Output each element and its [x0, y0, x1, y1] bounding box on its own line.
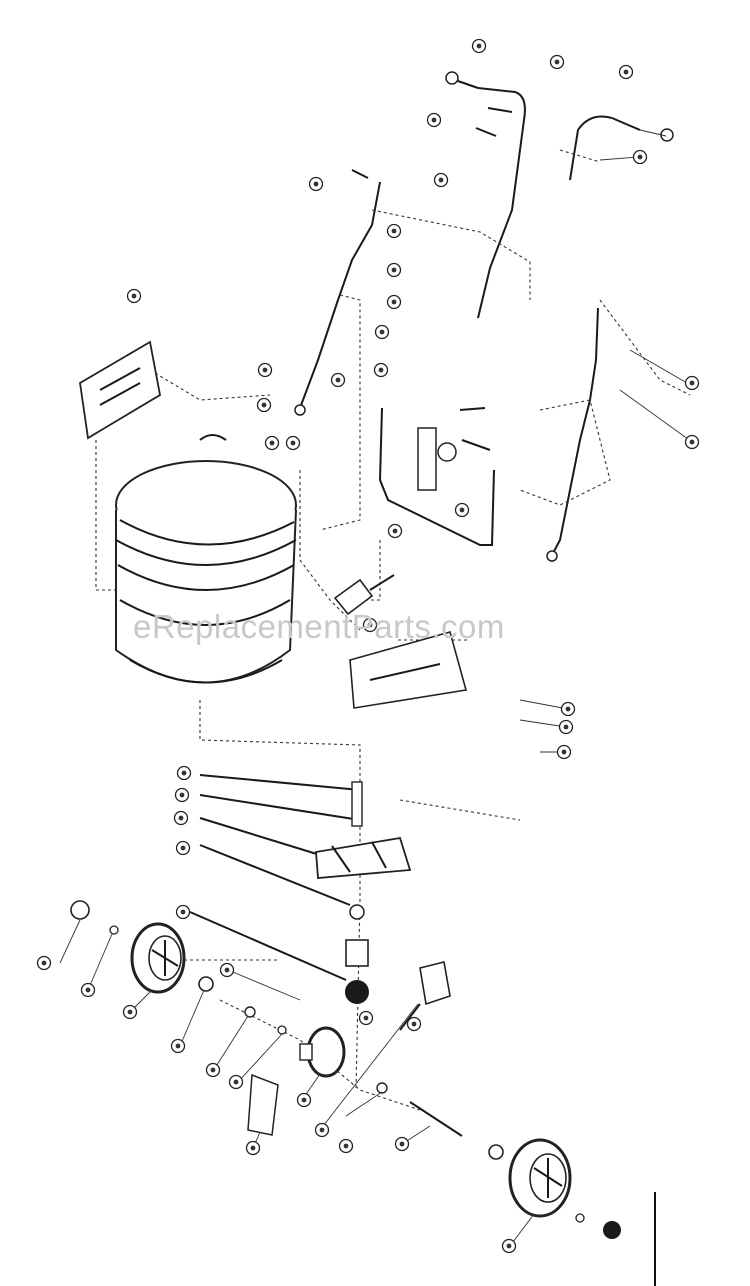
callout-marker: [245, 1140, 261, 1156]
rear-gear-wheel: [299, 1026, 346, 1078]
callout-marker: [285, 435, 301, 451]
lower-handle-left: [294, 169, 381, 416]
callout-marker: [684, 375, 700, 391]
callout-marker: [257, 362, 273, 378]
callout-marker: [433, 172, 449, 188]
callout-marker: [173, 810, 189, 826]
hopper-small-parts: [333, 574, 468, 709]
callout-marker: [632, 149, 648, 165]
callout-marker: [454, 502, 470, 518]
callout-marker: [358, 1010, 374, 1026]
callout-marker: [618, 64, 634, 80]
callout-marker: [205, 1062, 221, 1078]
callout-marker: [314, 1122, 330, 1138]
callout-marker: [80, 982, 96, 998]
callout-marker: [122, 1004, 138, 1020]
callout-marker: [176, 765, 192, 781]
callout-marker: [386, 262, 402, 278]
callout-marker: [338, 1138, 354, 1154]
callout-marker: [256, 397, 272, 413]
callout-marker: [558, 719, 574, 735]
callout-marker: [556, 744, 572, 760]
hopper-frame: [378, 407, 495, 546]
callout-marker: [36, 955, 52, 971]
callout-marker: [471, 38, 487, 54]
left-wheel: [130, 922, 186, 994]
right-wheel: [508, 1138, 572, 1218]
spreader-assembly: [189, 774, 412, 1004]
callout-marker: [387, 523, 403, 539]
callout-marker: [175, 904, 191, 920]
callout-marker: [501, 1238, 517, 1254]
callout-marker: [374, 324, 390, 340]
callout-marker: [426, 112, 442, 128]
hopper-drum: [115, 460, 297, 684]
hopper-shield: [79, 340, 227, 441]
callout-marker: [175, 840, 191, 856]
callout-marker: [296, 1092, 312, 1108]
watermark-text: eReplacementParts.com: [133, 608, 505, 645]
callout-markers: [36, 38, 700, 1254]
lower-handle-right: [546, 307, 599, 562]
callout-marker: [228, 1074, 244, 1090]
callout-marker: [126, 288, 142, 304]
callout-marker: [308, 176, 324, 192]
callout-marker: [219, 962, 235, 978]
callout-marker: [386, 223, 402, 239]
callout-marker: [264, 435, 280, 451]
callout-marker: [330, 372, 346, 388]
callout-marker: [362, 617, 378, 633]
upper-handle: [445, 71, 674, 319]
callout-marker: [549, 54, 565, 70]
callout-marker: [174, 787, 190, 803]
callout-marker: [684, 434, 700, 450]
callout-marker: [394, 1136, 410, 1152]
wheel-hardware: [70, 900, 621, 1239]
callout-marker: [373, 362, 389, 378]
callout-marker: [386, 294, 402, 310]
callout-marker: [560, 701, 576, 717]
callout-marker: [170, 1038, 186, 1054]
callout-marker: [406, 1016, 422, 1032]
